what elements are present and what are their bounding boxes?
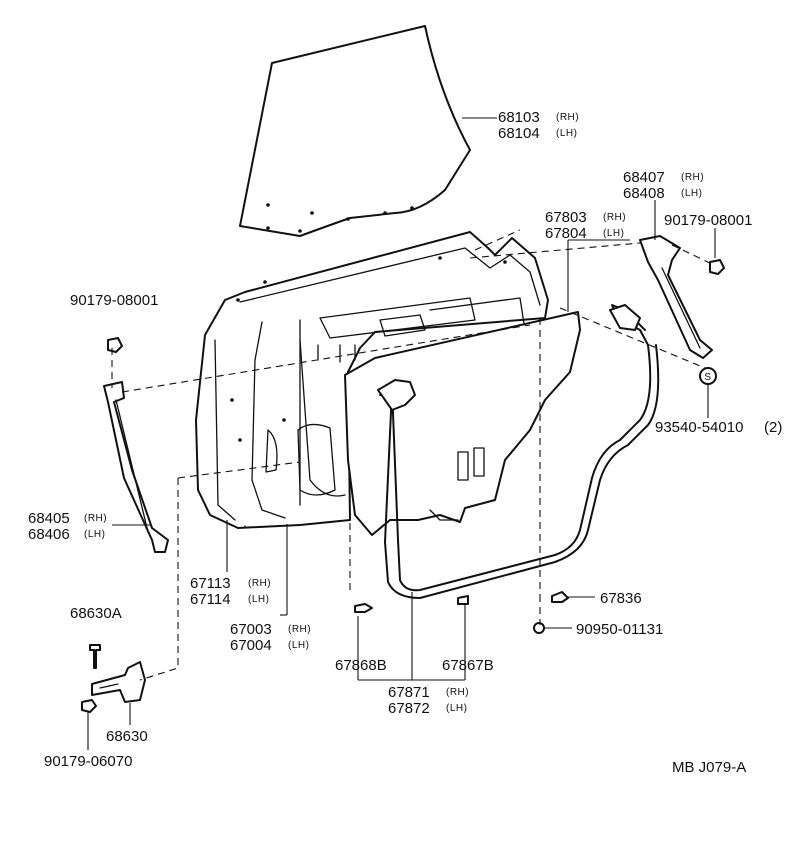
label-68408-lh: (LH) — [681, 188, 702, 199]
plug-90950-01131-part — [533, 622, 545, 634]
label-67867B: 67867B — [442, 657, 494, 674]
left-window-regulator-part — [103, 381, 169, 553]
door-glass-part — [239, 25, 471, 237]
label-67804: 67804 — [545, 225, 587, 242]
label-68407: 68407 — [623, 169, 665, 186]
label-68103: 68103 — [498, 109, 540, 126]
bolt-90179-08001-left — [107, 337, 123, 353]
label-93540-54010-qty: (2) — [764, 419, 782, 436]
label-68406: 68406 — [28, 526, 70, 543]
label-68405: 68405 — [28, 510, 70, 527]
label-90179-08001-right: 90179-08001 — [664, 212, 752, 229]
door-weatherstrip-part — [377, 304, 660, 599]
label-67003-rh: (RH) — [288, 624, 311, 635]
label-67871: 67871 — [388, 684, 430, 701]
right-window-regulator-part — [639, 235, 713, 359]
label-68630A: 68630A — [70, 605, 122, 622]
label-90950-01131: 90950-01131 — [576, 621, 663, 638]
label-67836: 67836 — [600, 590, 642, 607]
label-67004-lh: (LH) — [288, 640, 309, 651]
label-67871-rh: (RH) — [446, 687, 469, 698]
label-67803-rh: (RH) — [603, 212, 626, 223]
reference-code: MB J079-A — [672, 759, 746, 776]
label-93540-54010: 93540-54010 — [655, 419, 743, 436]
label-67114-lh: (LH) — [248, 594, 269, 605]
label-67872: 67872 — [388, 700, 430, 717]
door-shell-part — [195, 231, 549, 529]
label-68405-rh: (RH) — [84, 513, 107, 524]
label-67872-lh: (LH) — [446, 703, 467, 714]
label-67114: 67114 — [190, 591, 231, 608]
label-67803: 67803 — [545, 209, 587, 226]
hinge-part — [91, 661, 146, 703]
hinge-bolt-part — [89, 644, 101, 669]
label-68408: 68408 — [623, 185, 665, 202]
clip-67836-part — [551, 591, 569, 603]
label-67003: 67003 — [230, 621, 272, 638]
label-90179-08001-left: 90179-08001 — [70, 292, 158, 309]
label-67113-rh: (RH) — [248, 578, 271, 589]
label-67113: 67113 — [190, 575, 231, 592]
service-hole-cover-part — [344, 311, 581, 536]
label-67804-lh: (LH) — [603, 228, 624, 239]
label-68406-lh: (LH) — [84, 529, 105, 540]
label-68104-lh: (LH) — [556, 128, 577, 139]
label-68103-rh: (RH) — [556, 112, 579, 123]
clip-67868b-part — [354, 603, 373, 613]
label-68104: 68104 — [498, 125, 540, 142]
hinge-nut-part — [81, 699, 97, 713]
bolt-90179-08001-right — [709, 259, 725, 275]
label-68407-rh: (RH) — [681, 172, 704, 183]
label-67868B: 67868B — [335, 657, 387, 674]
clip-67867b-part — [457, 595, 469, 605]
svg-text:S: S — [704, 372, 711, 383]
label-90179-06070: 90179-06070 — [44, 753, 132, 770]
label-68630: 68630 — [106, 728, 148, 745]
clip-s-symbol: S — [699, 367, 717, 385]
label-67004: 67004 — [230, 637, 272, 654]
